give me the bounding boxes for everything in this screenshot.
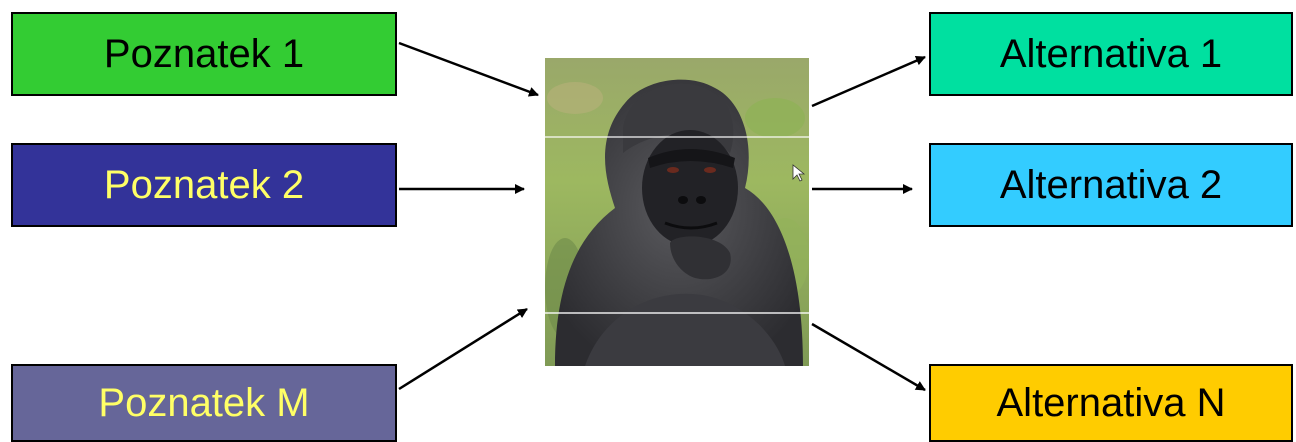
input-label-m: Poznatek M bbox=[98, 381, 310, 425]
arrow-input-m bbox=[398, 307, 528, 391]
input-box-1: Poznatek 1 bbox=[11, 12, 397, 96]
arrow-input-1 bbox=[398, 41, 539, 97]
input-box-m: Poznatek M bbox=[11, 364, 397, 442]
input-label-1: Poznatek 1 bbox=[103, 32, 305, 76]
arrow-output-n bbox=[811, 322, 926, 392]
output-label-n: Alternativa N bbox=[996, 381, 1226, 425]
output-label-1: Alternativa 1 bbox=[999, 32, 1223, 76]
input-label-2: Poznatek 2 bbox=[103, 163, 305, 207]
output-box-1: Alternativa 1 bbox=[929, 12, 1293, 96]
input-box-2: Poznatek 2 bbox=[11, 143, 397, 227]
arrow-output-1 bbox=[811, 55, 926, 108]
output-box-n: Alternativa N bbox=[929, 364, 1293, 442]
output-box-2: Alternativa 2 bbox=[929, 143, 1293, 227]
output-label-2: Alternativa 2 bbox=[999, 163, 1223, 207]
gorilla-photo bbox=[545, 58, 809, 366]
